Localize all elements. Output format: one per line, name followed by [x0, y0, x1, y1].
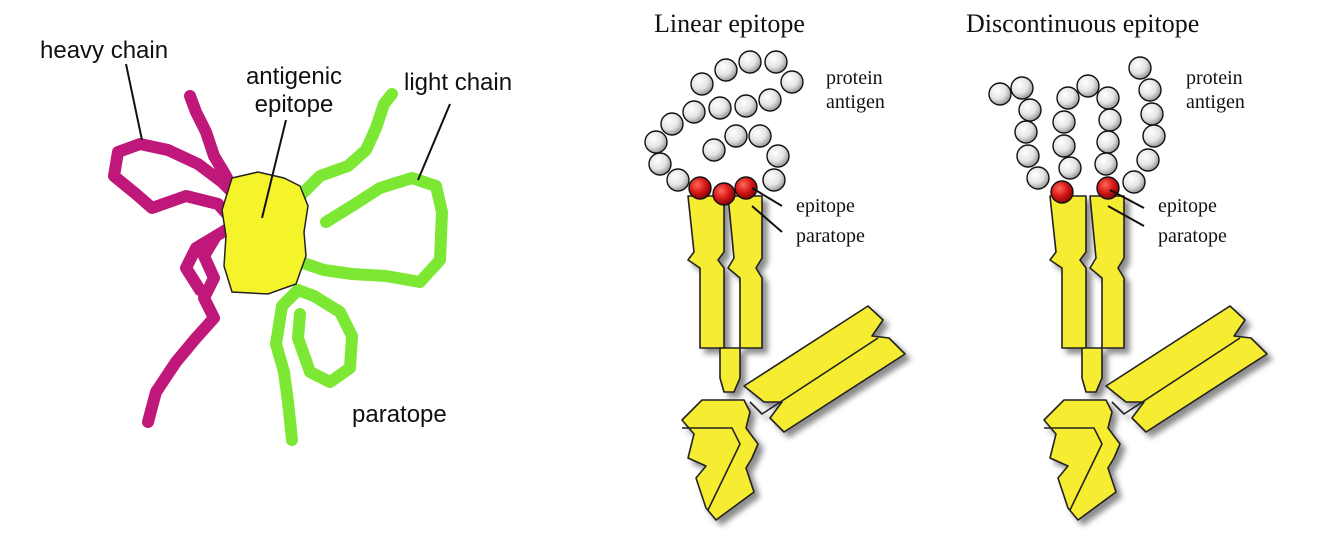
antigen-bead	[660, 112, 684, 136]
linear-protein-label: protein	[826, 67, 883, 89]
antigen-bead	[1096, 86, 1120, 110]
antigen-bead	[1016, 144, 1040, 168]
epitope-bead	[734, 176, 758, 200]
antigen-bead	[690, 72, 714, 96]
antigen-bead	[988, 82, 1012, 106]
linear-epitope-title: Linear epitope	[654, 9, 805, 38]
discontinuous-antigen-label: antigen	[1186, 91, 1245, 113]
epitope-bead	[688, 176, 712, 200]
left-panel: heavy chain antigenic epitope light chai…	[40, 37, 512, 446]
antigen-bead	[1096, 130, 1120, 154]
antigenic-label: antigenic	[246, 63, 342, 90]
antigen-bead	[1058, 156, 1082, 180]
antigen-bead	[780, 70, 804, 94]
antigen-bead	[714, 58, 738, 82]
linear-epitope-panel: Linear epitope protein antigen epitope p…	[644, 9, 906, 521]
antigen-bead	[682, 100, 706, 124]
antigen-bead	[1010, 76, 1034, 100]
linear-paratope-leader	[751, 205, 783, 233]
heavy-chain-strand	[108, 90, 242, 428]
light-chain-label: light chain	[404, 69, 512, 96]
antigen-bead	[1128, 56, 1152, 80]
light-chain-leader	[417, 103, 451, 181]
discontinuous-paratope-label: paratope	[1158, 225, 1227, 247]
antigen-bead	[1052, 110, 1076, 134]
antigen-bead	[1140, 102, 1164, 126]
antigen-bead	[1122, 170, 1146, 194]
discontinuous-protein-label: protein	[1186, 67, 1243, 89]
antigen-bead	[724, 124, 748, 148]
discontinuous-antibody	[1043, 195, 1268, 521]
antigen-bead	[1142, 124, 1166, 148]
antigen-bead	[666, 168, 690, 192]
discontinuous-epitope-title: Discontinuous epitope	[966, 9, 1199, 38]
epitope-leader	[261, 119, 287, 219]
heavy-chain-label: heavy chain	[40, 37, 168, 64]
light-chain-strand	[270, 88, 448, 446]
antigen-bead	[1052, 134, 1076, 158]
antigen-bead	[1094, 152, 1118, 176]
epitope-bead	[712, 182, 736, 206]
antigen-bead	[708, 96, 732, 120]
antigen-bead	[734, 94, 758, 118]
heavy-chain-leader	[125, 63, 143, 141]
discontinuous-epitope-leader	[1109, 189, 1145, 209]
antigen-bead	[1136, 148, 1160, 172]
linear-epitope-label: epitope	[796, 195, 855, 217]
antigen-bead	[648, 152, 672, 176]
antigen-bead	[758, 88, 782, 112]
antigen-bead	[738, 50, 762, 74]
paratope-label: paratope	[352, 401, 447, 428]
linear-epitope-leader	[751, 187, 783, 207]
antigen-bead	[764, 50, 788, 74]
antigen-bead	[1056, 86, 1080, 110]
discontinuous-epitope-panel: Discontinuous epitope protein antigen ep…	[966, 9, 1268, 521]
epitope-bead	[1096, 176, 1120, 200]
linear-antigen-label: antigen	[826, 91, 885, 113]
linear-antibody	[681, 195, 906, 521]
antigen-bead	[766, 144, 790, 168]
linear-paratope-label: paratope	[796, 225, 865, 247]
antigen-bead	[1026, 166, 1050, 190]
antigenic-epitope-label: epitope	[255, 91, 334, 118]
discontinuous-protein-antigen	[988, 56, 1166, 204]
epitope-bead	[1050, 180, 1074, 204]
antigen-bead	[1014, 120, 1038, 144]
antigen-bead	[644, 130, 668, 154]
antigen-bead	[1076, 74, 1100, 98]
discontinuous-paratope-leader	[1107, 205, 1145, 227]
antigen-bead	[762, 168, 786, 192]
antigen-bead	[702, 138, 726, 162]
discontinuous-epitope-label: epitope	[1158, 195, 1217, 217]
linear-protein-antigen	[644, 50, 804, 206]
antigen-bead	[1098, 108, 1122, 132]
antigen-bead	[1138, 78, 1162, 102]
antigen-bead	[748, 124, 772, 148]
antigenic-epitope-blob	[221, 171, 309, 295]
antigen-bead	[1018, 98, 1042, 122]
